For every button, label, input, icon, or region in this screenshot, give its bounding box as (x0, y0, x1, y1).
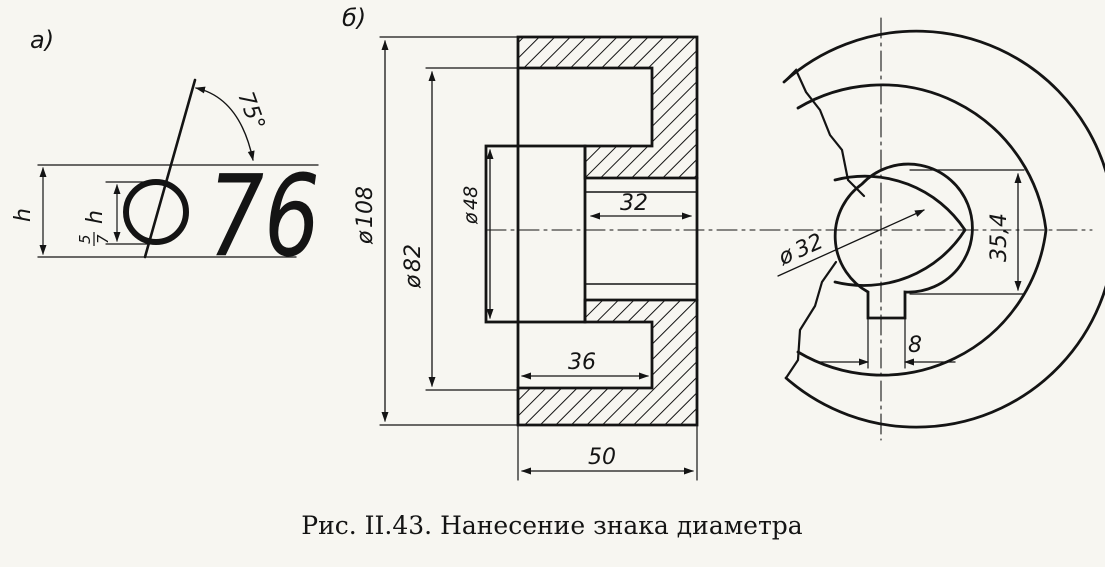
dim-h354: 35,4 (987, 213, 1012, 262)
part-a-drawing (37, 78, 319, 259)
fraction-denominator: 7 (94, 234, 112, 244)
svg-text:82: 82 (401, 244, 426, 272)
part-b-label: б) (342, 4, 366, 32)
dim-d82: ø 82 (401, 244, 426, 289)
svg-text:48: 48 (460, 186, 482, 210)
dim-len50: 50 (588, 445, 616, 470)
dim-d108: ø 108 (353, 186, 378, 245)
figure-caption: Рис. II.43. Нанесение знака диаметра (301, 511, 803, 540)
height-label: h (11, 208, 36, 222)
fraction-h: h (83, 210, 108, 224)
diameter-symbol-icon: ø (353, 230, 378, 245)
dim-w8: 8 (908, 333, 922, 358)
fraction-numerator: 5 (76, 234, 94, 244)
end-view (759, 17, 1105, 441)
svg-text:108: 108 (353, 186, 378, 228)
section-view (379, 35, 756, 481)
symbol-height-label: 5 7 h (76, 210, 112, 246)
diameter-symbol-icon (123, 179, 189, 245)
sample-text: 76 (208, 152, 320, 282)
dim-len32: 32 (620, 191, 648, 216)
dim-len36: 36 (568, 350, 596, 375)
part-a-label: а) (30, 26, 54, 54)
diameter-symbol-icon: ø (401, 274, 426, 289)
dim-d32: ø 32 (774, 229, 827, 271)
dim-d48: ø 48 (460, 186, 482, 225)
svg-text:32: 32 (791, 229, 827, 263)
diameter-symbol-icon: ø (460, 212, 482, 225)
angle-label: 75° (232, 89, 269, 134)
